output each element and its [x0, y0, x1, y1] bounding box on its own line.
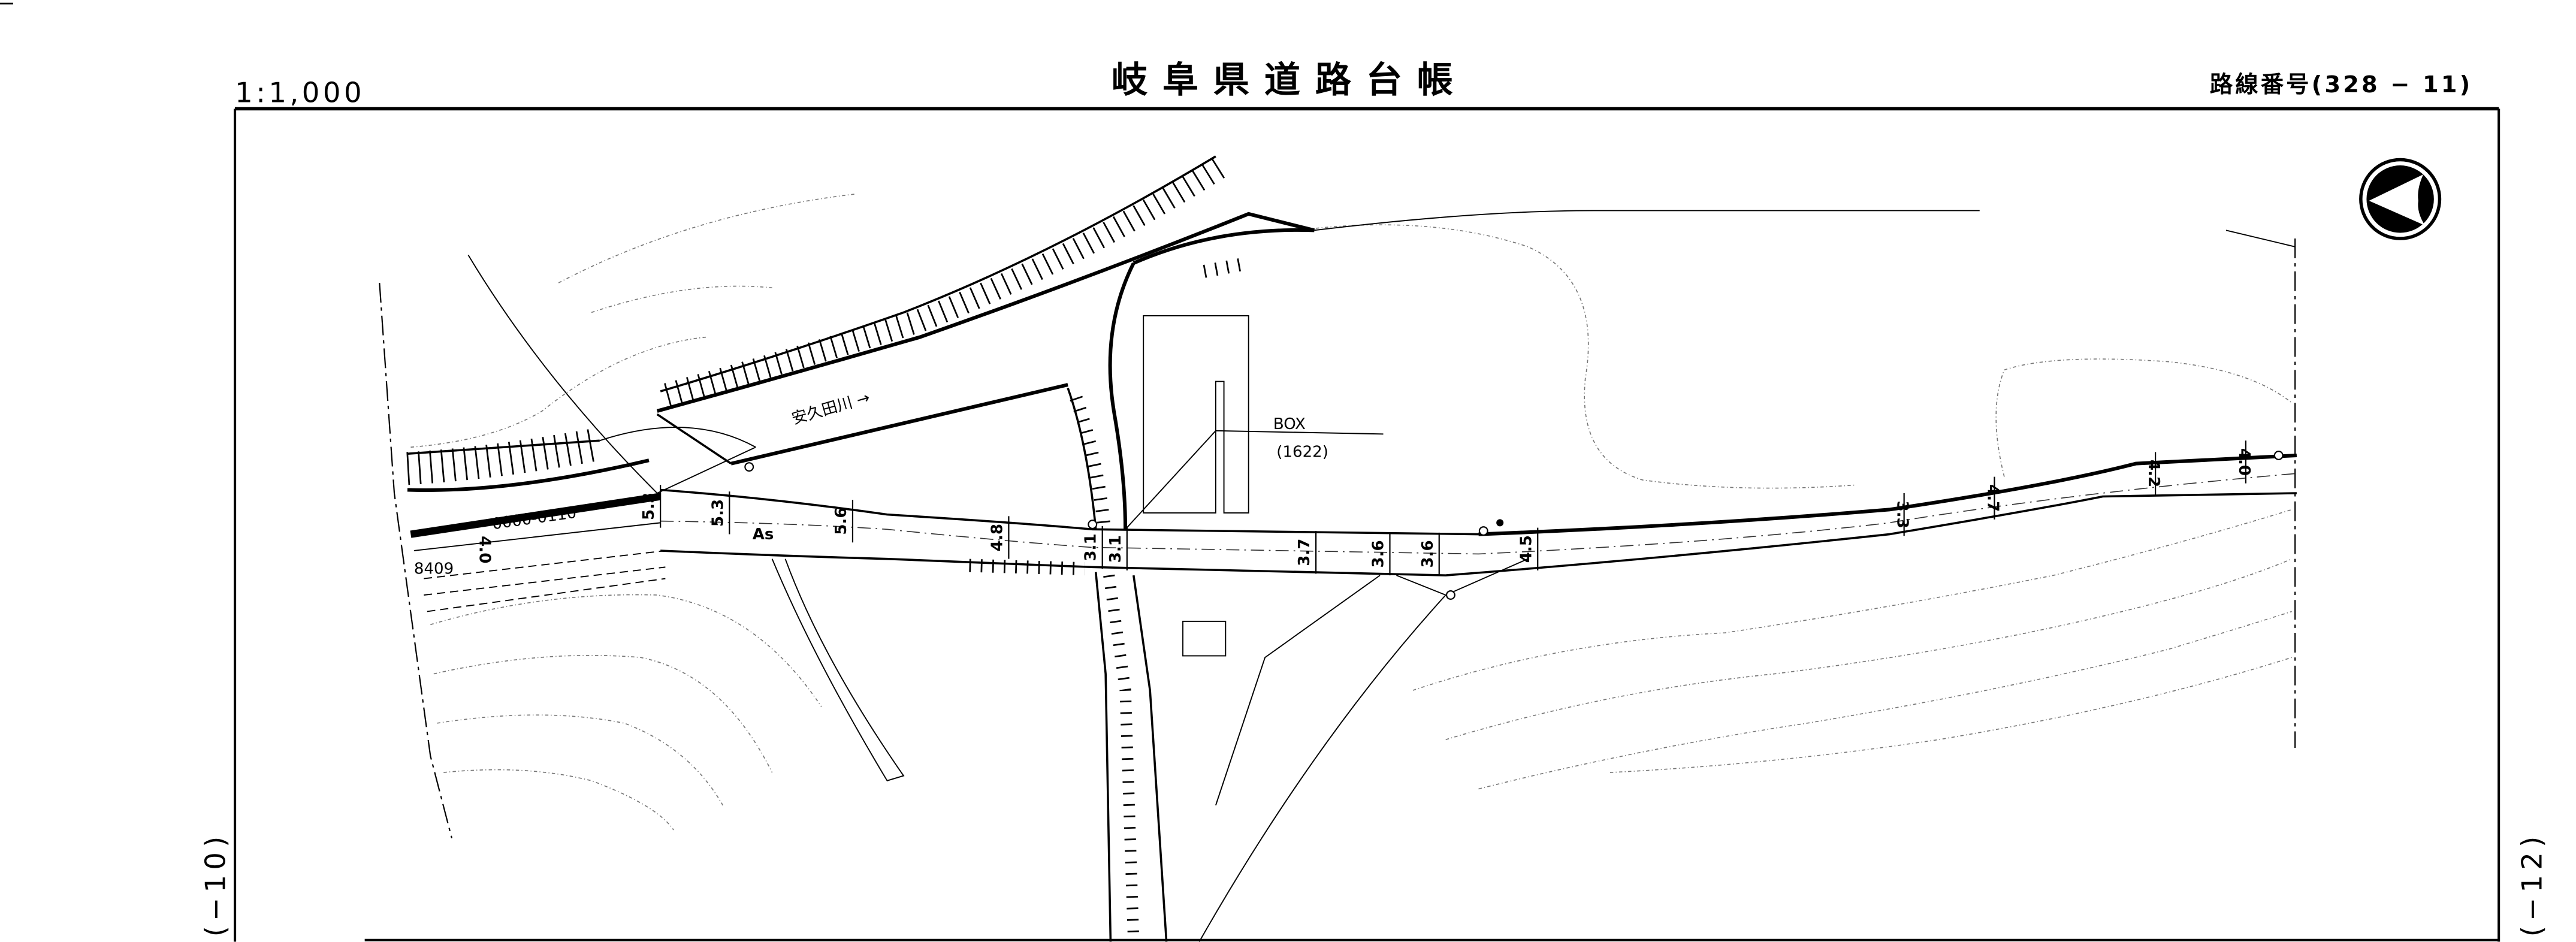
building: [1143, 315, 1249, 514]
box-culvert-label: BOX: [1273, 415, 1306, 433]
road-width-label: 4.8: [988, 524, 1006, 551]
road-width-label: 4.5: [1517, 535, 1535, 563]
adjacent-sheet-left: (−10): [200, 831, 232, 937]
river-name-label: 安久田川 →: [790, 389, 872, 428]
section-line-left: [379, 282, 453, 839]
road-width-label: 4.2: [2145, 460, 2163, 487]
road-route-328: [410, 453, 2297, 612]
road-code-label: 0000-0110: [491, 504, 578, 533]
road-width-label: 3.6: [1419, 540, 1437, 567]
box-culvert-size: (1622): [1276, 443, 1328, 461]
width-label-left: 4.0: [476, 536, 494, 563]
small-structure: [1182, 620, 1227, 657]
utility-pole-markers: [744, 451, 2284, 600]
map-frame: [234, 107, 2500, 942]
surface-type-label: As: [753, 526, 774, 544]
river-akutagawa: [406, 155, 1980, 493]
road-width-label: 3.3: [1894, 501, 1911, 529]
adjacent-sheet-right: (−12): [2515, 831, 2548, 937]
road-width-dimensions: 5.3 5.3 5.6 4.8 3.1 3.1 3.7 3.6 3.6 4.5 3.3 4.7 4.2 4…: [640, 440, 2253, 576]
north-arrow-icon: [2359, 158, 2442, 240]
road-width-label: 3.1: [1107, 535, 1125, 563]
road-width-label: 5.3: [640, 493, 658, 520]
boundary-line: [467, 254, 658, 494]
road-width-label: 3.1: [1082, 533, 1100, 561]
contour-lines: [410, 194, 2293, 831]
road-width-label: 3.7: [1295, 539, 1313, 566]
road-width-label: 5.3: [709, 499, 727, 527]
road-width-label: 5.6: [832, 508, 850, 535]
road-number-label: 8409: [414, 560, 454, 578]
page-title: 岐阜県道路台帳: [1112, 59, 1468, 101]
box-leader-line: [1125, 430, 1384, 530]
scale-label: 1:1,000: [235, 76, 365, 108]
route-number: 路線番号(328 − 11): [2210, 71, 2473, 98]
road-width-label: 4.0: [2235, 448, 2253, 476]
road-width-label: 4.7: [1983, 484, 2001, 512]
road-width-label: 3.6: [1370, 540, 1388, 567]
cross-road: [771, 228, 1529, 942]
